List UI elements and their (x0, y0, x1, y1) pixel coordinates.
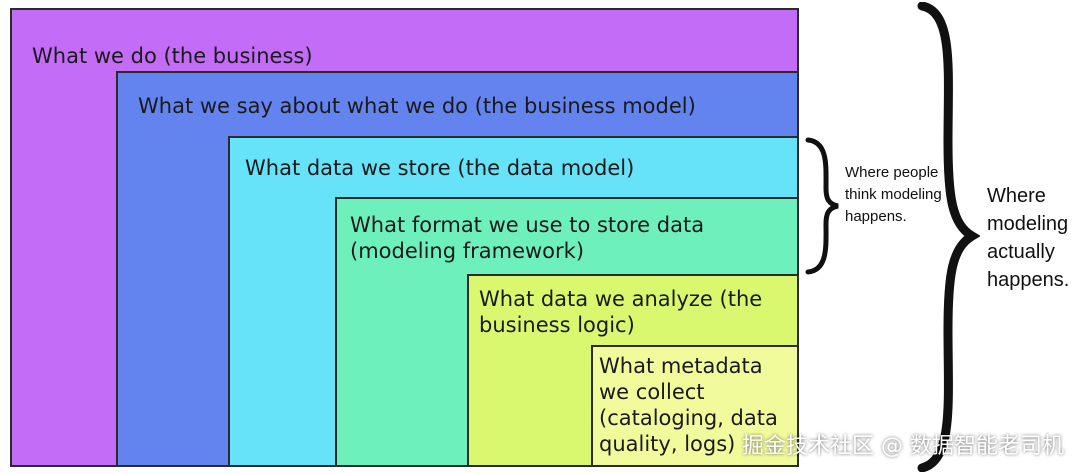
layer-business-logic-label: What data we analyze (the business logic… (479, 287, 763, 337)
layer-modeling-framework-label: What format we use to store data (modeli… (350, 213, 705, 263)
layer-business-label: What we do (the business) (32, 44, 313, 68)
large-brace-icon (917, 2, 980, 472)
small-brace-icon (805, 137, 839, 275)
watermark: 掘金技术社区 @ 数据智能老司机 (742, 434, 1064, 459)
large-annotation: Where modeling actually happens. (987, 185, 1070, 291)
layer-data-model-label: What data we store (the data model) (245, 156, 635, 180)
layer-business-model-label: What we say about what we do (the busine… (138, 94, 696, 118)
small-annotation: Where people think modeling happens. (845, 164, 942, 225)
layer-metadata-label: What metadata we collect (cataloging, da… (599, 354, 778, 456)
layer-metadata: What metadata we collect (cataloging, da… (591, 345, 799, 467)
